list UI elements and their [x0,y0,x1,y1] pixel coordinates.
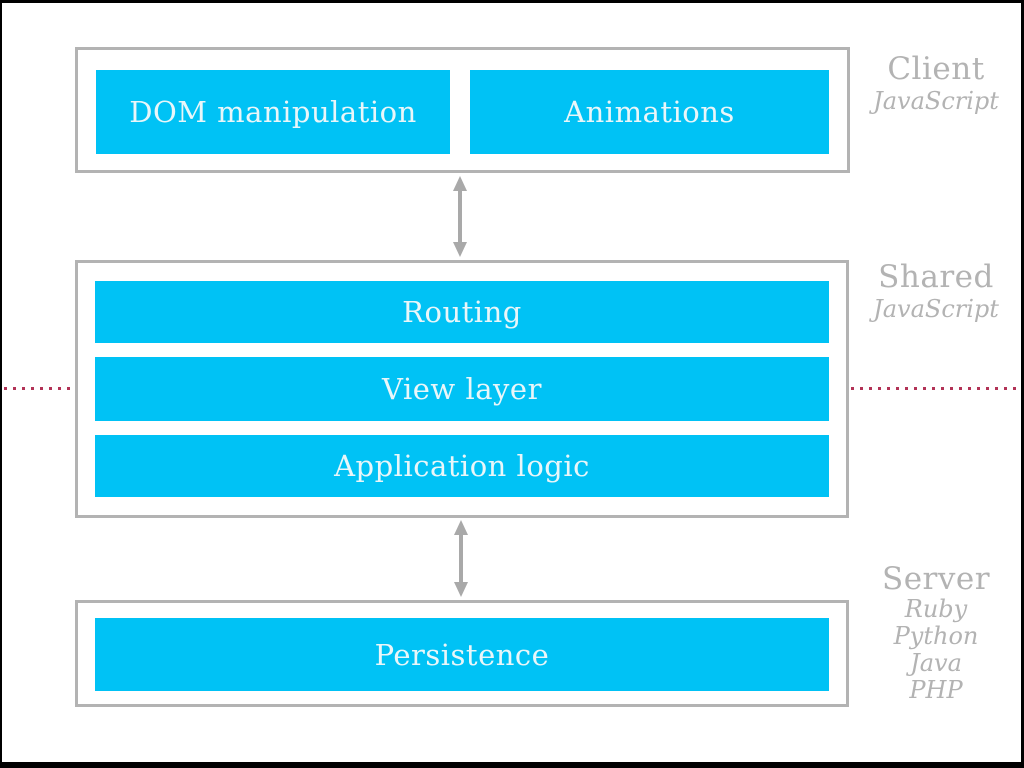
box-persistence: Persistence [95,618,829,691]
client-server-divider-left [4,387,75,390]
client-layer-label: Client JavaScript [850,52,1022,116]
shared-language: JavaScript [873,295,999,323]
box-view-layer: View layer [95,357,829,421]
shared-layer-container: Routing View layer Application logic [75,260,849,518]
box-animations: Animations [470,70,829,154]
box-dom-manipulation: DOM manipulation [96,70,450,154]
box-application-logic: Application logic [95,435,829,497]
client-label: Client [887,51,985,87]
client-language: JavaScript [873,87,999,115]
box-animations-label: Animations [564,95,735,129]
double-arrow-icon [454,520,468,597]
box-routing: Routing [95,281,829,343]
client-layer-container: DOM manipulation Animations [75,47,850,173]
server-language-java: Java [910,649,962,677]
server-language-python: Python [893,622,979,650]
server-layer-container: Persistence [75,600,849,707]
server-language-ruby: Ruby [904,595,968,623]
box-view-layer-label: View layer [382,372,542,406]
server-language-php: PHP [909,676,963,704]
double-arrow-icon [453,176,467,257]
shared-label: Shared [878,259,994,295]
box-application-logic-label: Application logic [334,449,590,483]
server-label: Server [881,561,991,597]
server-layer-label: Server Ruby Python Java PHP [850,562,1022,704]
box-dom-manipulation-label: DOM manipulation [129,95,417,129]
shared-layer-label: Shared JavaScript [850,260,1022,324]
client-server-divider-right [851,387,1018,390]
box-persistence-label: Persistence [374,637,550,672]
box-routing-label: Routing [402,295,522,329]
